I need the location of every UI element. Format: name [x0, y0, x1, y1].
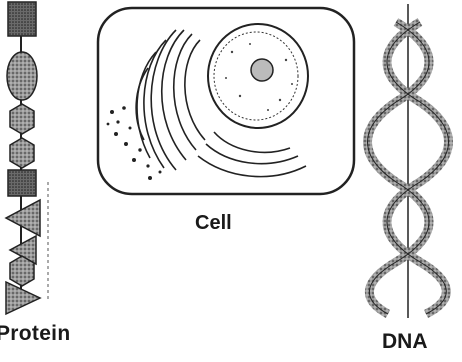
protein-triangle-right: [6, 282, 40, 314]
protein-square-1: [8, 2, 36, 36]
protein-triangle-left: [6, 200, 40, 236]
protein-diagram: [6, 2, 48, 314]
dna-strand-1: [387, 22, 449, 314]
dna-diagram: [368, 4, 449, 318]
protein-hexagon-1: [10, 104, 34, 134]
cell-label: Cell: [195, 212, 232, 235]
dna-label: DNA: [382, 330, 428, 354]
cell-nucleolus: [251, 59, 273, 81]
protein-hexagon-2: [10, 138, 34, 168]
protein-square-2: [8, 170, 36, 196]
protein-hexagon-3: [10, 256, 34, 286]
protein-label: Protein: [0, 322, 70, 346]
dna-strand-2: [368, 22, 430, 314]
protein-ellipse: [7, 52, 37, 100]
cell-diagram: [98, 8, 354, 194]
